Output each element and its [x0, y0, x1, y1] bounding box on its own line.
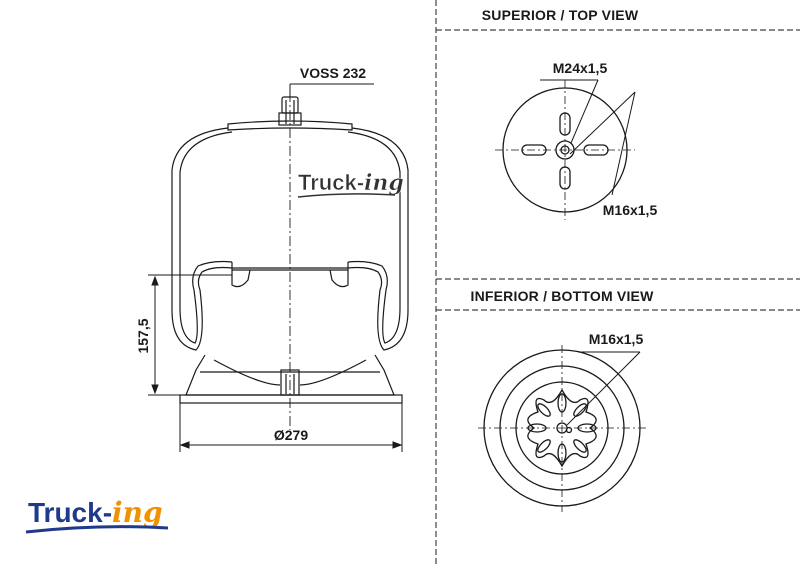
bellow-inner-left	[179, 131, 233, 344]
bottom-star-profile	[527, 388, 597, 468]
diameter-dimension	[179, 403, 403, 452]
brand-name: Truck-ing	[28, 496, 163, 529]
voss-connector	[278, 96, 302, 126]
bottom-petal	[557, 393, 567, 413]
top-bolt-slot-west	[521, 144, 547, 156]
brand-swoosh	[25, 525, 169, 534]
watermark-brand: Truck-ing	[298, 170, 404, 196]
height-dimension	[148, 274, 232, 396]
base-plate	[179, 394, 403, 404]
top-view	[495, 79, 636, 220]
top-plate	[227, 120, 353, 131]
side-view	[171, 92, 409, 430]
bellow-outer	[171, 127, 409, 351]
diameter-dim-label: Ø279	[274, 427, 308, 443]
top-thread-small-label: M16x1,5	[603, 202, 658, 218]
voss-label-group: VOSS 232	[289, 65, 374, 97]
bellow-inner-right	[347, 131, 401, 344]
bottom-view	[478, 345, 646, 512]
top-bolt-slot-east	[583, 144, 609, 156]
section-dividers	[435, 0, 800, 565]
brand-logo: Truck-ing	[25, 496, 169, 534]
bottom-view-title: INFERIOR / BOTTOM VIEW	[470, 288, 654, 304]
bottom-thread-label: M16x1,5	[589, 331, 644, 347]
top-bolt-slot-south	[559, 166, 571, 190]
top-view-title: SUPERIOR / TOP VIEW	[482, 7, 639, 23]
connector-label: VOSS 232	[300, 65, 366, 81]
watermark-logo: Truck-ing	[298, 170, 404, 198]
height-dim-label: 157,5	[135, 318, 151, 353]
top-thread-large-label: M24x1,5	[553, 60, 608, 76]
top-bolt-slot-north	[559, 112, 571, 136]
